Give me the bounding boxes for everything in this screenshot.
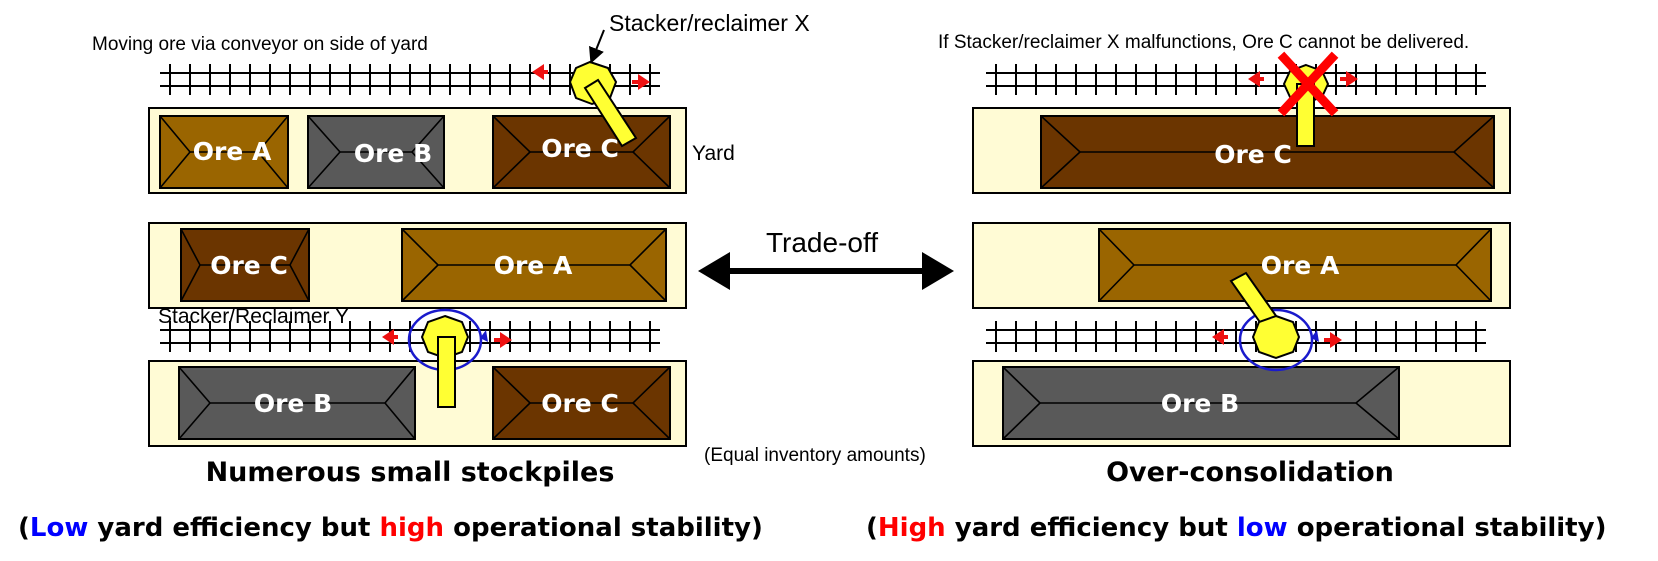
pile-label: Ore C (541, 389, 619, 418)
pile-ore-b: Ore B (307, 115, 445, 189)
left-subtitle: (Low yard efficiency but high operationa… (18, 513, 763, 543)
stacker-x-label: Stacker/reclaimer X (609, 10, 810, 36)
pile-label: Ore C (210, 251, 288, 280)
pile-label: Ore C (541, 134, 619, 163)
right-panel: If Stacker/reclaimer X malfunctions, Ore… (866, 32, 1606, 543)
pile-ore-a: Ore A (401, 228, 667, 302)
stacker-x-broken (1248, 51, 1358, 147)
left-title: Numerous small stockpiles (206, 457, 615, 488)
rail-bottom-right (986, 321, 1486, 352)
right-subtitle: (High yard efficiency but low operationa… (866, 513, 1606, 543)
cross-icon (1277, 51, 1339, 117)
stacker-x-pointer (589, 29, 605, 64)
pile-ore-a: Ore A (1098, 228, 1492, 302)
stacker-y-right (1212, 271, 1342, 372)
pile-ore-c: Ore C (492, 115, 671, 189)
pile-label: Ore A (1261, 251, 1340, 280)
malfunction-note: If Stacker/reclaimer X malfunctions, Ore… (938, 32, 1469, 53)
pile-ore-c: Ore C (180, 228, 310, 302)
stacker-y-label: Stacker/Reclaimer Y (158, 305, 349, 328)
pile-label: Ore A (193, 137, 272, 166)
pile-ore-b: Ore B (178, 366, 416, 440)
conveyor-note: Moving ore via conveyor on side of yard (92, 34, 428, 55)
right-title: Over-consolidation (1106, 457, 1394, 488)
pile-label: Ore A (494, 251, 573, 280)
stacker-y (382, 308, 512, 408)
stacker-x (532, 60, 650, 148)
tradeoff-label: Trade-off (766, 227, 878, 258)
pile-label: Ore C (1214, 140, 1292, 169)
pile-label: Ore B (1161, 389, 1239, 418)
yard-label: Yard (692, 142, 735, 165)
pile-ore-a: Ore A (159, 115, 289, 189)
rail-top-right (986, 64, 1486, 95)
left-panel: Ore A Ore B Ore C (18, 10, 810, 543)
equal-inventory-note: (Equal inventory amounts) (704, 445, 926, 466)
pile-label: Ore B (254, 389, 332, 418)
pile-ore-c: Ore C (492, 366, 671, 440)
pile-label: Ore B (354, 139, 432, 168)
pile-ore-c: Ore C (1040, 115, 1495, 189)
pile-ore-b: Ore B (1002, 366, 1400, 440)
tradeoff-arrow: Trade-off (698, 227, 954, 290)
